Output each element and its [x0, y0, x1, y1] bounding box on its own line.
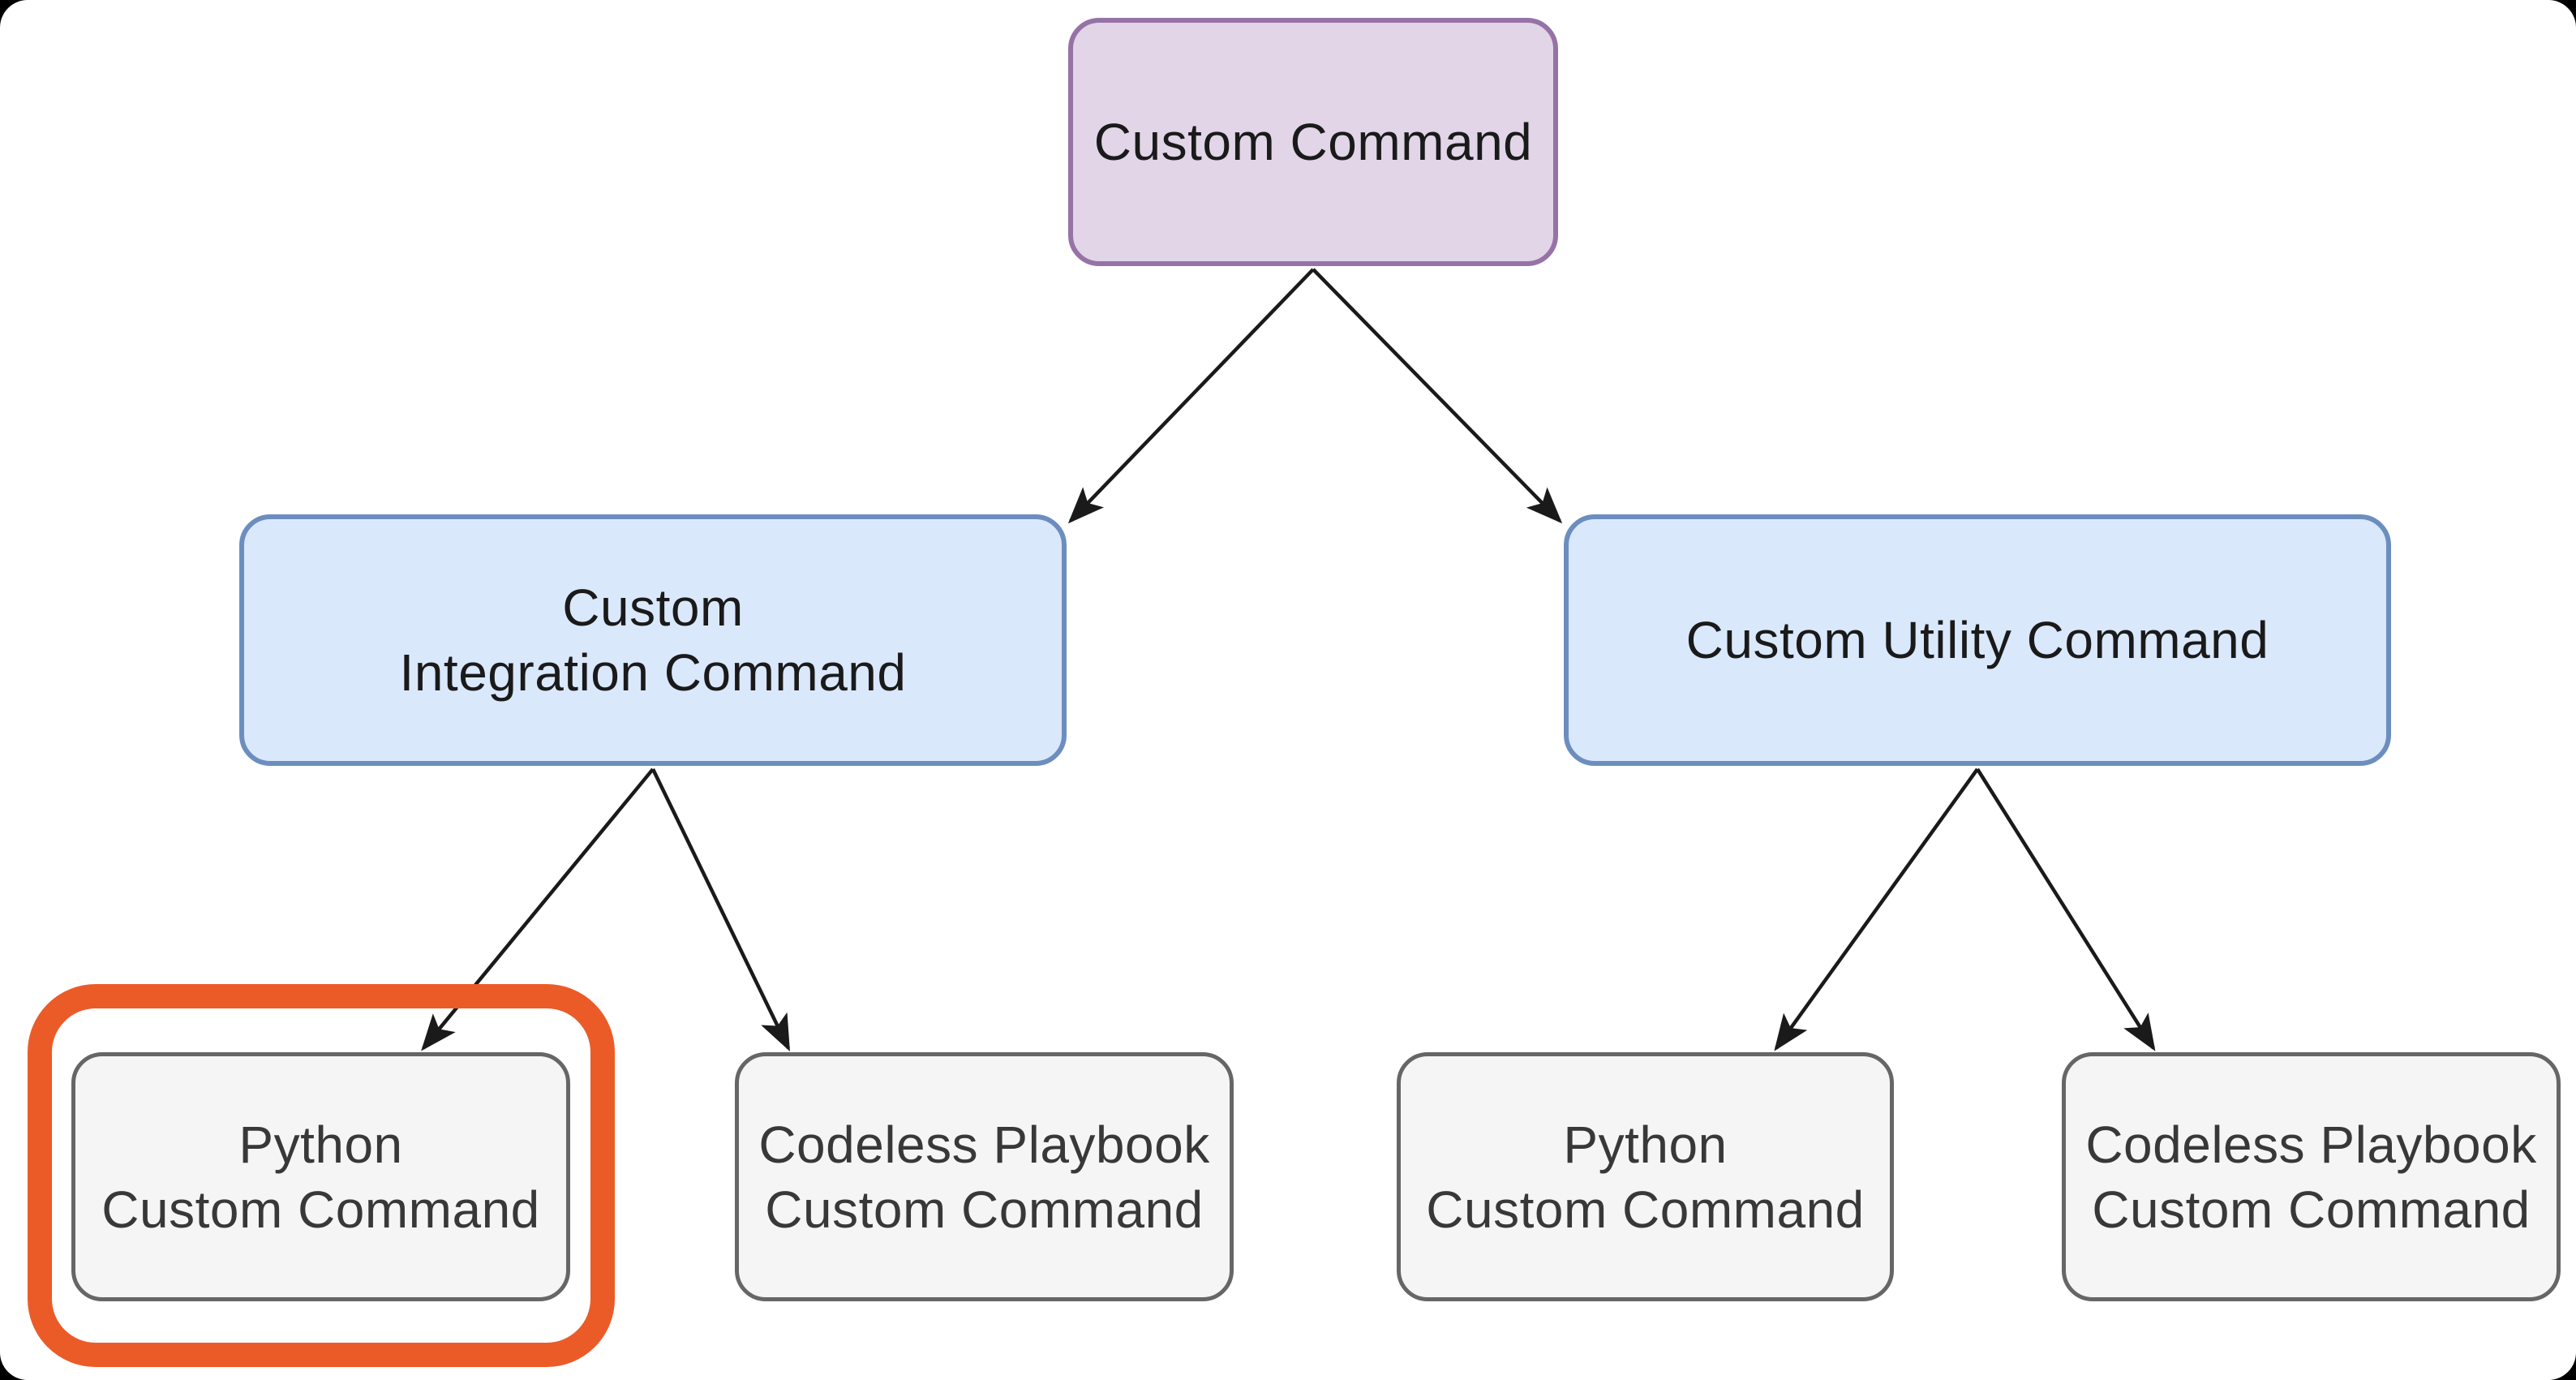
- node-label-line: Custom Command: [765, 1180, 1204, 1239]
- node-label-line: Codeless Playbook: [2085, 1115, 2537, 1174]
- node-label-line: Custom Utility Command: [1685, 611, 2269, 669]
- node-label-line: Custom Command: [1093, 113, 1533, 171]
- node-label-line: Custom Command: [1426, 1180, 1865, 1239]
- node-label-line: Python: [1563, 1115, 1728, 1174]
- node-label-line: Integration Command: [399, 643, 907, 702]
- node-label-line: Python: [238, 1115, 403, 1174]
- node-custom-command: Custom Command: [1068, 18, 1558, 266]
- node-label-line: Custom Command: [101, 1180, 540, 1239]
- node-label-line: Codeless Playbook: [758, 1115, 1210, 1174]
- node-custom-utility-command: Custom Utility Command: [1564, 514, 2391, 766]
- node-label-line: Custom: [562, 578, 744, 637]
- node-label-line: Custom Command: [2092, 1180, 2531, 1239]
